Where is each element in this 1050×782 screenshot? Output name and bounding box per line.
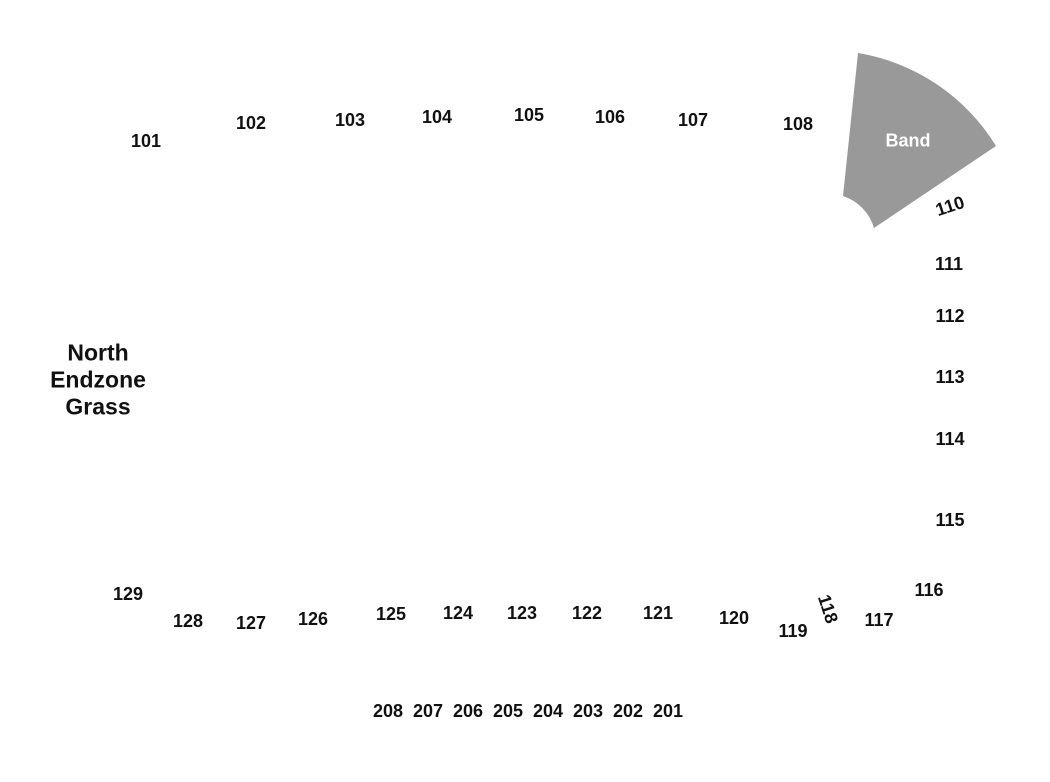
north-endzone-label: North Endzone Grass xyxy=(50,340,146,421)
section-108[interactable]: 108 xyxy=(782,114,814,134)
section-102[interactable]: 102 xyxy=(235,113,267,133)
section-124[interactable]: 124 xyxy=(442,603,474,623)
section-204[interactable]: 204 xyxy=(532,701,564,721)
section-114[interactable]: 114 xyxy=(935,429,965,449)
section-125[interactable]: 125 xyxy=(375,604,407,624)
section-126[interactable]: 126 xyxy=(297,609,329,629)
section-207[interactable]: 207 xyxy=(412,701,444,721)
section-101[interactable]: 101 xyxy=(130,131,162,151)
section-119[interactable]: 119 xyxy=(778,621,808,641)
endzone-line-1: North xyxy=(67,339,129,366)
section-117[interactable]: 117 xyxy=(864,610,894,630)
endzone-line-2: Endzone xyxy=(50,366,146,393)
section-122[interactable]: 122 xyxy=(571,603,603,623)
section-120[interactable]: 120 xyxy=(718,608,750,628)
section-127[interactable]: 127 xyxy=(235,613,267,633)
band-section-shape[interactable] xyxy=(843,53,996,228)
section-106[interactable]: 106 xyxy=(594,107,626,127)
section-128[interactable]: 128 xyxy=(172,611,204,631)
section-116[interactable]: 116 xyxy=(914,580,944,600)
section-205[interactable]: 205 xyxy=(492,701,524,721)
band-label: Band xyxy=(885,130,931,151)
section-103[interactable]: 103 xyxy=(334,110,366,130)
section-105[interactable]: 105 xyxy=(513,105,545,125)
section-202[interactable]: 202 xyxy=(612,701,644,721)
section-115[interactable]: 115 xyxy=(935,510,965,530)
section-111[interactable]: 111 xyxy=(934,254,964,274)
section-203[interactable]: 203 xyxy=(572,701,604,721)
section-107[interactable]: 107 xyxy=(677,110,709,130)
section-129[interactable]: 129 xyxy=(112,584,144,604)
section-121[interactable]: 121 xyxy=(642,603,674,623)
section-113[interactable]: 113 xyxy=(935,367,965,387)
section-104[interactable]: 104 xyxy=(421,107,453,127)
section-208[interactable]: 208 xyxy=(372,701,404,721)
section-112[interactable]: 112 xyxy=(935,306,965,326)
section-206[interactable]: 206 xyxy=(452,701,484,721)
endzone-line-3: Grass xyxy=(65,393,131,420)
section-201[interactable]: 201 xyxy=(652,701,684,721)
section-123[interactable]: 123 xyxy=(506,603,538,623)
